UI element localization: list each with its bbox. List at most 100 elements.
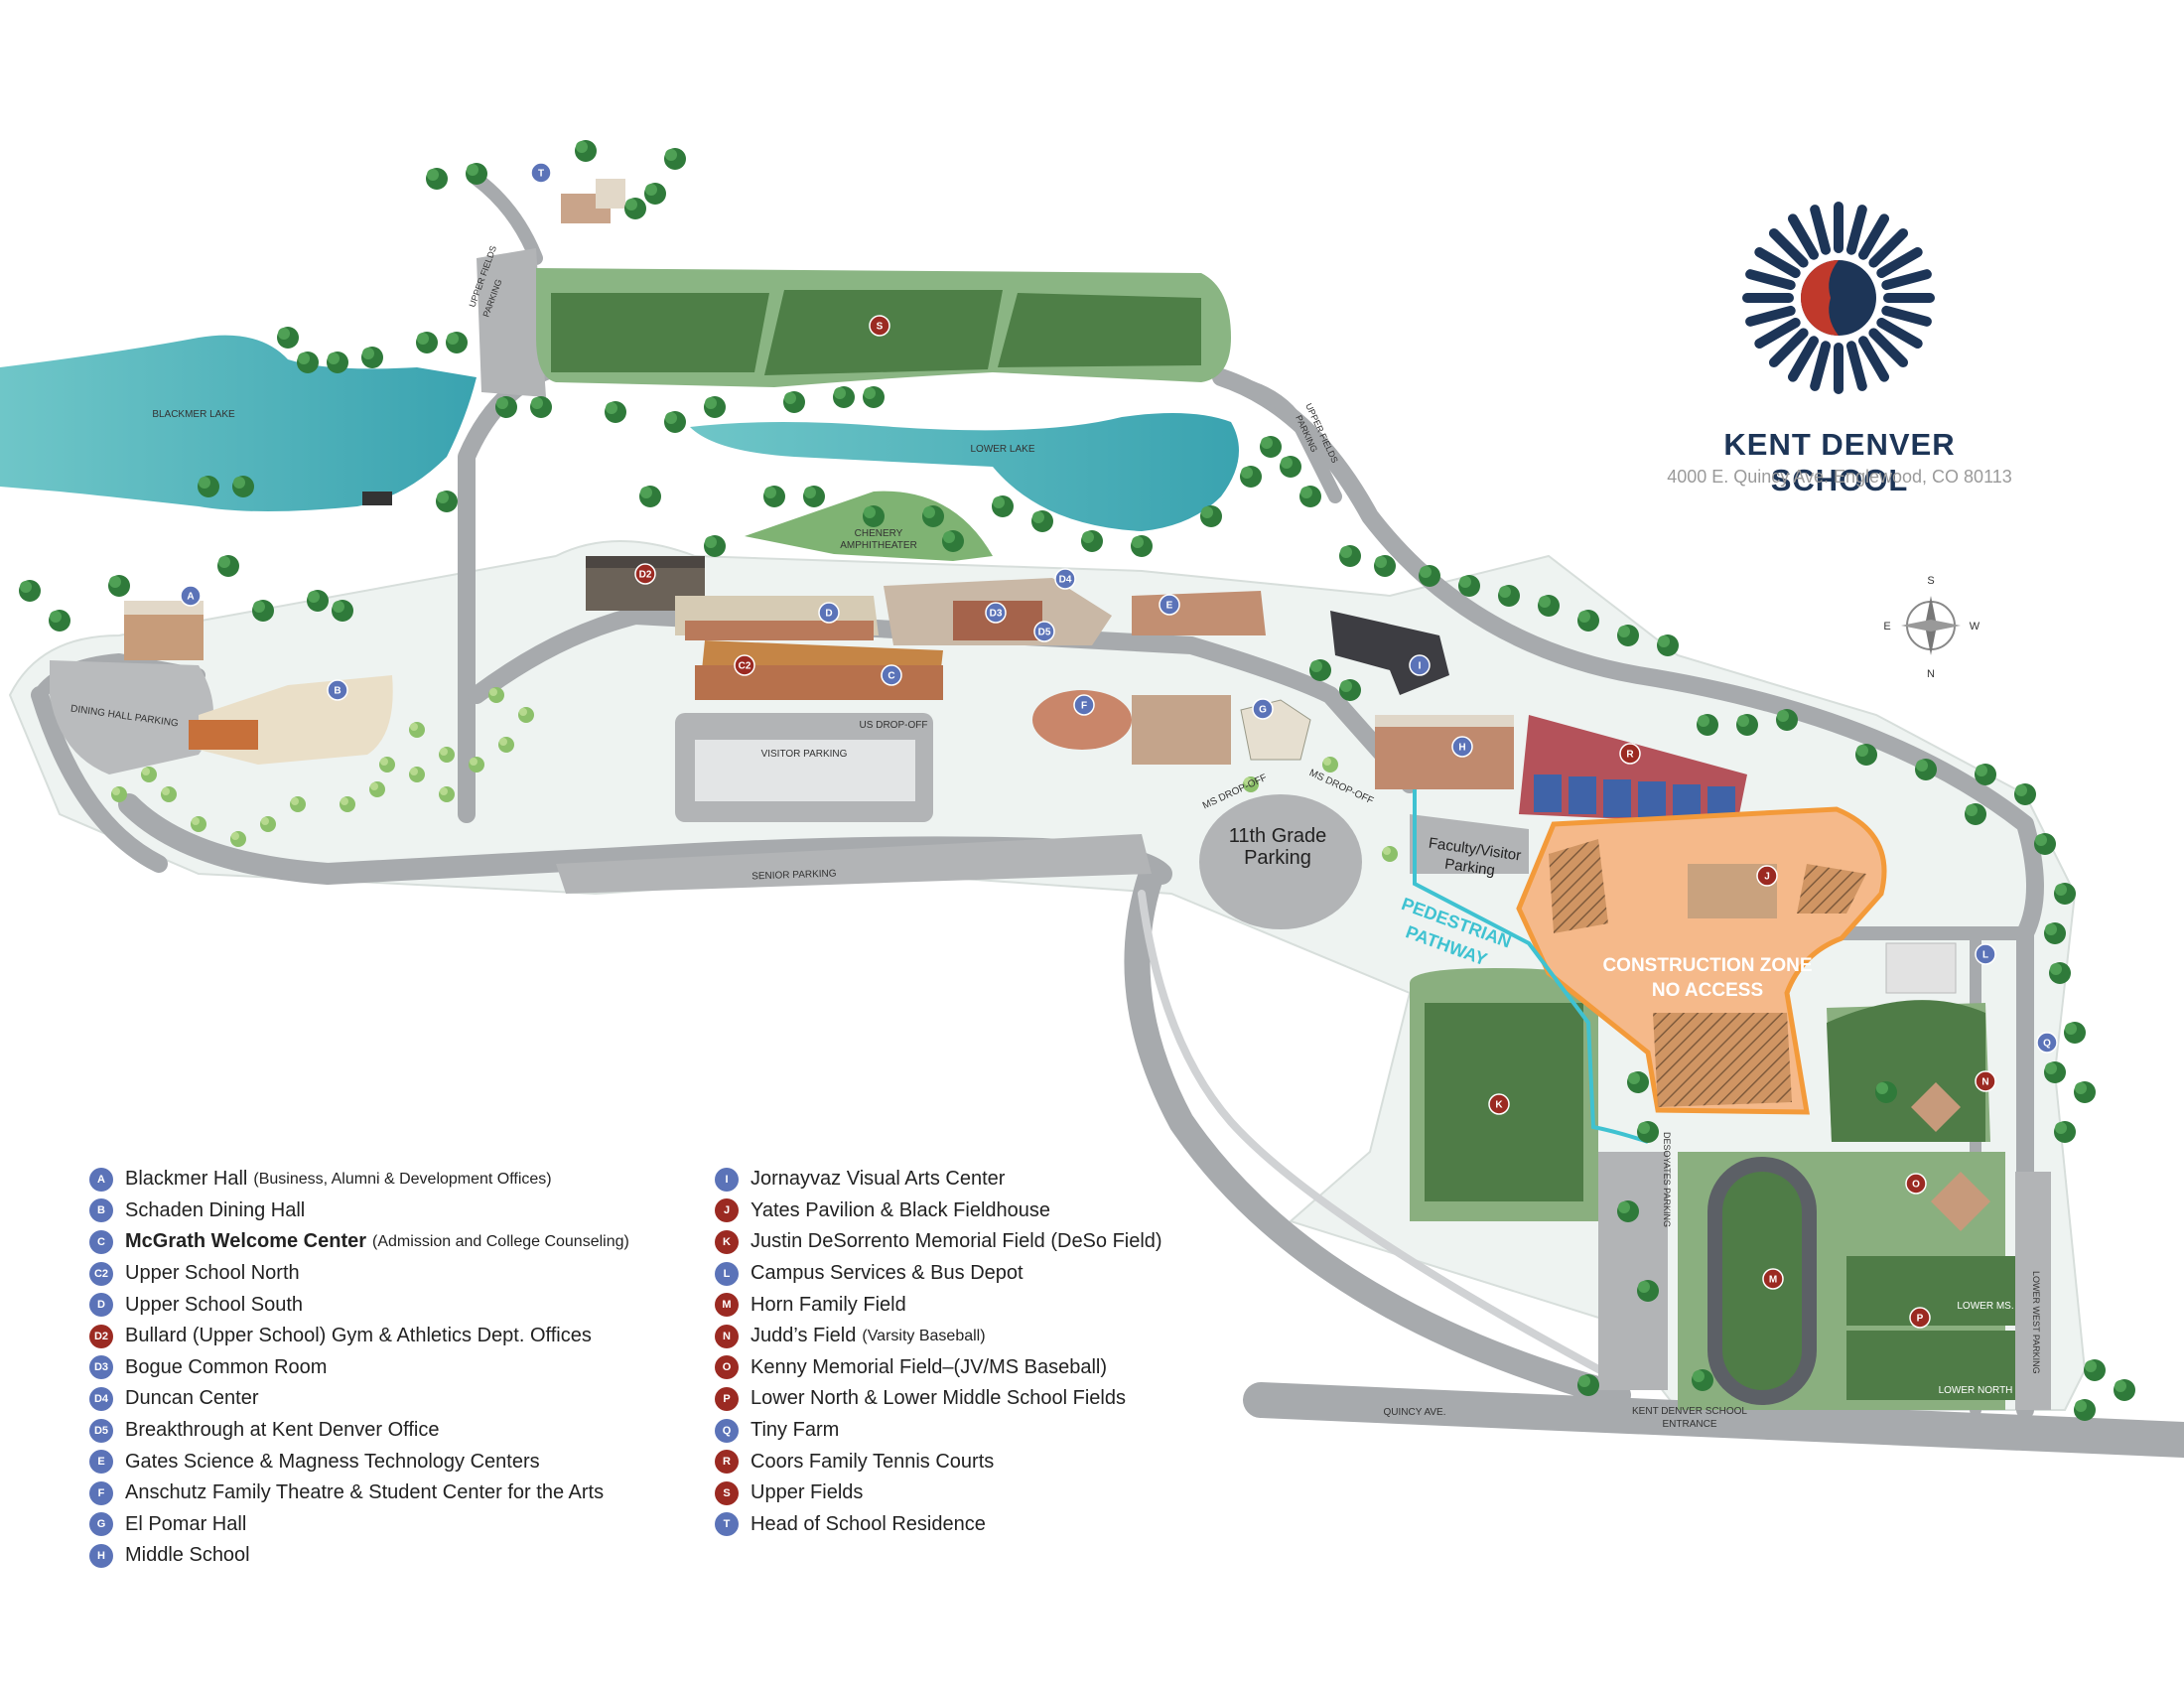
legend-badge: G — [89, 1512, 113, 1537]
marker-i[interactable]: I — [1409, 654, 1431, 676]
legend-label: Jornayvaz Visual Arts Center — [751, 1168, 1006, 1191]
construction-zone — [1516, 806, 1887, 1115]
legend-badge: P — [715, 1386, 739, 1411]
legend-badge: D4 — [89, 1386, 113, 1411]
legend-badge: H — [89, 1543, 113, 1568]
label-lower-ms: LOWER MS. — [1957, 1301, 2013, 1312]
logo-ray — [1810, 341, 1832, 391]
marker-g[interactable]: G — [1252, 698, 1274, 720]
label-senior-parking: SENIOR PARKING — [751, 869, 837, 883]
marker-m[interactable]: M — [1762, 1268, 1784, 1290]
legend-badge: K — [715, 1229, 739, 1254]
marker-d2[interactable]: D2 — [634, 563, 656, 585]
label-entrance-2: ENTRANCE — [1662, 1419, 1716, 1430]
logo-ray — [1868, 227, 1909, 268]
logo-ray — [1754, 318, 1801, 349]
marker-c2[interactable]: C2 — [734, 654, 755, 676]
marker-d5[interactable]: D5 — [1033, 621, 1055, 642]
logo-ray — [1768, 227, 1809, 268]
legend-item-i: I Jornayvaz Visual Arts Center — [715, 1164, 1162, 1196]
marker-p[interactable]: P — [1909, 1307, 1931, 1329]
legend-badge: E — [89, 1450, 113, 1475]
logo-ray — [1868, 328, 1909, 368]
blackmer-lake — [0, 335, 477, 511]
logo-ray — [1858, 213, 1889, 260]
logo-ray — [1876, 318, 1923, 349]
marker-k[interactable]: K — [1488, 1093, 1510, 1115]
marker-label: H — [1458, 743, 1465, 754]
label-blackmer-lake: BLACKMER LAKE — [152, 409, 235, 420]
logo-ray — [1768, 328, 1809, 368]
marker-h[interactable]: H — [1451, 736, 1473, 758]
compass-rose: S N E W — [1883, 575, 1979, 680]
label-chenery: CHENERY — [855, 528, 903, 539]
label-quincy-ave: QUINCY AVE. — [1384, 1407, 1446, 1418]
legend-label: Upper Fields — [751, 1481, 864, 1504]
marker-label: I — [1419, 661, 1422, 672]
compass-n: N — [1927, 668, 1935, 680]
legend-badge: D — [89, 1293, 113, 1318]
marker-t[interactable]: T — [530, 162, 552, 184]
logo-ray — [1810, 205, 1832, 255]
label-lower-west-parking: LOWER WEST PARKING — [2031, 1271, 2041, 1374]
label-no-access: NO ACCESS — [1652, 980, 1763, 1001]
marker-label: D3 — [990, 609, 1003, 620]
compass-s: S — [1927, 575, 1934, 587]
marker-d4[interactable]: D4 — [1054, 568, 1076, 590]
marker-label: F — [1081, 701, 1087, 712]
marker-r[interactable]: R — [1619, 743, 1641, 765]
marker-label: C2 — [739, 661, 751, 672]
legend-label: Bogue Common Room — [125, 1355, 328, 1378]
marker-l[interactable]: L — [1975, 943, 1996, 965]
legend-badge: O — [715, 1355, 739, 1380]
legend-badge: F — [89, 1480, 113, 1505]
legend-badge: C2 — [89, 1261, 113, 1286]
legend-item-o: O Kenny Memorial Field–(JV/MS Baseball) — [715, 1352, 1162, 1384]
marker-n[interactable]: N — [1975, 1070, 1996, 1092]
logo-ray — [1745, 305, 1796, 327]
marker-label: E — [1166, 601, 1173, 612]
marker-label: J — [1764, 872, 1770, 883]
marker-label: N — [1981, 1077, 1988, 1088]
logo-ray — [1788, 213, 1819, 260]
legend-badge: B — [89, 1198, 113, 1223]
logo-ray — [1881, 269, 1932, 291]
legend-label: Coors Family Tennis Courts — [751, 1450, 995, 1473]
legend-label: Kenny Memorial Field–(JV/MS Baseball) — [751, 1355, 1108, 1378]
marker-q[interactable]: Q — [2036, 1032, 2058, 1054]
legend-badge: T — [715, 1512, 739, 1537]
marker-label: S — [877, 322, 884, 333]
logo-ray — [1745, 269, 1796, 291]
marker-label: B — [334, 686, 341, 697]
marker-f[interactable]: F — [1073, 694, 1095, 716]
label-faculty-visitor-parking: Parking — [1443, 856, 1496, 880]
marker-d3[interactable]: D3 — [985, 602, 1007, 624]
legend-badge: Q — [715, 1418, 739, 1443]
legend-badge: A — [89, 1167, 113, 1192]
marker-d[interactable]: D — [818, 602, 840, 624]
legend-badge: I — [715, 1167, 739, 1192]
marker-o[interactable]: O — [1905, 1173, 1927, 1195]
marker-b[interactable]: B — [327, 679, 348, 701]
marker-e[interactable]: E — [1159, 594, 1180, 616]
logo-ray — [1876, 247, 1923, 278]
legend-badge: D3 — [89, 1355, 113, 1380]
legend-label: Campus Services & Bus Depot — [751, 1262, 1024, 1285]
marker-j[interactable]: J — [1756, 865, 1778, 887]
marker-c[interactable]: C — [881, 664, 902, 686]
legend-label: Schaden Dining Hall — [125, 1198, 306, 1221]
marker-label: R — [1626, 750, 1634, 761]
marker-s[interactable]: S — [869, 315, 890, 337]
marker-label: D5 — [1038, 628, 1051, 638]
label-entrance-1: KENT DENVER SCHOOL — [1632, 1406, 1747, 1417]
pedestrian-pathway — [1413, 789, 1649, 1144]
legend-label: Gates Science & Magness Technology Cente… — [125, 1450, 540, 1473]
marker-a[interactable]: A — [180, 585, 202, 607]
